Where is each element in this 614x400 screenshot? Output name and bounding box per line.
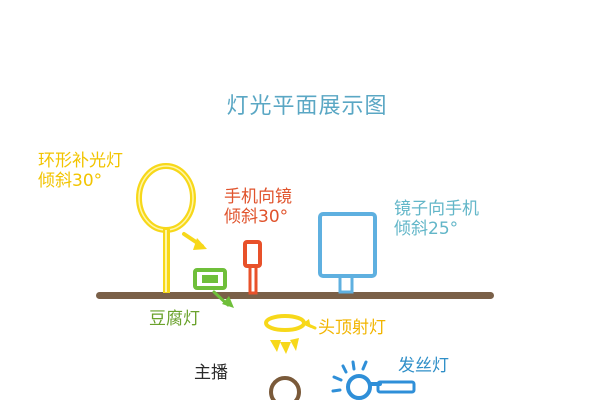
mirror-label-line2: 倾斜25°: [394, 218, 459, 239]
top-light-icon: [264, 314, 306, 354]
mirror-label-line1: 镜子向手机: [394, 199, 479, 219]
tofu-light-label: 豆腐灯: [149, 309, 200, 329]
phone-label: 手机向镜 倾斜30°: [224, 187, 292, 227]
phone-icon: [243, 240, 262, 295]
host-label: 主播: [194, 363, 228, 383]
ring-light-label-line1: 环形补光灯: [38, 151, 123, 171]
ring-light-arrow-icon: [182, 232, 207, 250]
mirror-icon: [318, 212, 377, 294]
host-icon: [269, 376, 301, 400]
top-light-label: 头顶射灯: [318, 318, 386, 338]
mirror-label: 镜子向手机 倾斜25°: [394, 199, 479, 239]
phone-label-line1: 手机向镜: [224, 187, 292, 207]
ring-light-label: 环形补光灯 倾斜30°: [38, 151, 123, 191]
desk-bar: [96, 292, 494, 299]
top-light-pointer-icon: [302, 319, 317, 330]
ring-light-icon: [136, 163, 196, 293]
hair-light-icon: [331, 360, 416, 400]
tofu-light-icon: [193, 268, 234, 308]
ring-light-label-line2: 倾斜30°: [38, 170, 103, 191]
hair-light-label: 发丝灯: [398, 356, 449, 376]
diagram-title: 灯光平面展示图: [226, 94, 388, 119]
phone-label-line2: 倾斜30°: [224, 206, 289, 227]
